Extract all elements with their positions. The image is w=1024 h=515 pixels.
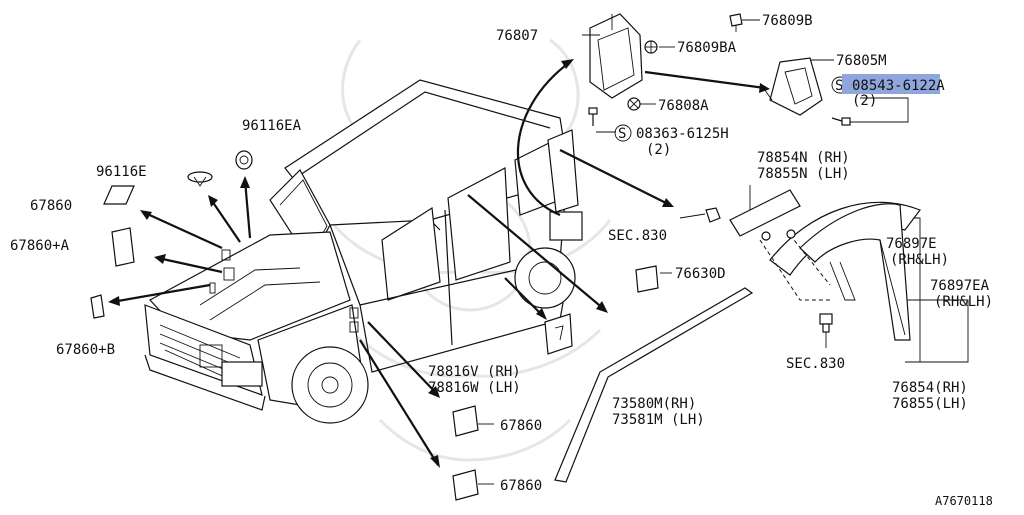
emblem-67860-part bbox=[103, 185, 135, 205]
part-quantity-08543: (2) bbox=[852, 93, 877, 109]
rear-bracket-76805M bbox=[761, 57, 823, 116]
bolt-icon bbox=[644, 40, 658, 54]
part-number-67860-b[interactable]: 67860+B bbox=[56, 342, 115, 358]
clip-icon bbox=[705, 207, 796, 241]
clip-icon bbox=[187, 171, 213, 187]
part-number-67860[interactable]: 67860 bbox=[30, 198, 72, 214]
part-quantity-08363: (2) bbox=[646, 142, 671, 158]
emblem-67860a-part bbox=[111, 227, 135, 267]
emblem-67860-mid-part bbox=[452, 405, 479, 437]
part-number-08543-6122A[interactable]: 08543-6122A bbox=[852, 78, 945, 94]
part-number-76808A[interactable]: 76808A bbox=[658, 98, 709, 114]
part-number-76897E[interactable]: 76897E bbox=[886, 236, 937, 252]
part-number-76855[interactable]: 76855(LH) bbox=[892, 396, 968, 412]
part-number-78854N[interactable]: 78854N (RH) bbox=[757, 150, 850, 166]
part-highlight bbox=[842, 74, 940, 94]
part-number-73580M[interactable]: 73580M(RH) bbox=[612, 396, 696, 412]
diagram-id: A7670118 bbox=[935, 494, 993, 508]
part-number-76897EA[interactable]: 76897EA bbox=[930, 278, 990, 294]
part-number-76807[interactable]: 76807 bbox=[496, 28, 538, 44]
section-ref-sec830-top[interactable]: SEC.830 bbox=[608, 228, 667, 244]
bolt-icon bbox=[831, 117, 851, 126]
grommet-icon bbox=[235, 150, 253, 170]
part-number-76809BA[interactable]: 76809BA bbox=[677, 40, 737, 56]
plug-icon bbox=[819, 313, 833, 333]
part-number-08363-6125H[interactable]: 08363-6125H bbox=[636, 126, 729, 142]
part-number-76854[interactable]: 76854(RH) bbox=[892, 380, 968, 396]
part-labels: 96116EA 96116E 67860 67860+A 67860+B 768… bbox=[10, 13, 993, 508]
part-number-73581M[interactable]: 73581M (LH) bbox=[612, 412, 705, 428]
bolt-icon bbox=[627, 97, 641, 111]
headlight bbox=[221, 361, 263, 387]
clip-76630D-part bbox=[635, 265, 659, 293]
part-number-67860-bottom[interactable]: 67860 bbox=[500, 478, 542, 494]
clip-icon bbox=[729, 13, 743, 32]
part-number-67860-mid[interactable]: 67860 bbox=[500, 418, 542, 434]
front-wheel bbox=[291, 346, 369, 424]
sill-moulding bbox=[554, 287, 754, 483]
part-number-67860-a[interactable]: 67860+A bbox=[10, 238, 70, 254]
part-number-78816V[interactable]: 78816V (RH) bbox=[428, 364, 521, 380]
leader-arrows bbox=[108, 59, 770, 468]
spare-tire-bracket bbox=[589, 13, 643, 99]
rear-wheel bbox=[514, 247, 576, 309]
part-side-76897E: (RH&LH) bbox=[890, 252, 949, 268]
part-number-76630D[interactable]: 76630D bbox=[675, 266, 726, 282]
svg-text:S: S bbox=[835, 78, 843, 94]
part-number-76805M[interactable]: 76805M bbox=[836, 53, 887, 69]
part-number-78816W[interactable]: 78816W (LH) bbox=[428, 380, 521, 396]
section-ref-sec830-bottom[interactable]: SEC.830 bbox=[786, 356, 845, 372]
part-number-96116EA[interactable]: 96116EA bbox=[242, 118, 302, 134]
emblem-67860-bottom-part bbox=[452, 469, 479, 501]
screw-symbol-icon: S bbox=[614, 124, 632, 142]
vehicle-illustration bbox=[144, 79, 583, 424]
bolt-icon bbox=[588, 107, 598, 126]
part-number-78855N[interactable]: 78855N (LH) bbox=[757, 166, 850, 182]
part-number-96116E[interactable]: 96116E bbox=[96, 164, 147, 180]
fender-flare-assembly bbox=[729, 189, 921, 341]
svg-text:S: S bbox=[618, 126, 626, 142]
emblem-67860b-part bbox=[90, 294, 105, 319]
part-number-76809B[interactable]: 76809B bbox=[762, 13, 813, 29]
emblem-78816-part bbox=[544, 313, 573, 355]
part-side-76897EA: (RH&LH) bbox=[934, 294, 993, 310]
